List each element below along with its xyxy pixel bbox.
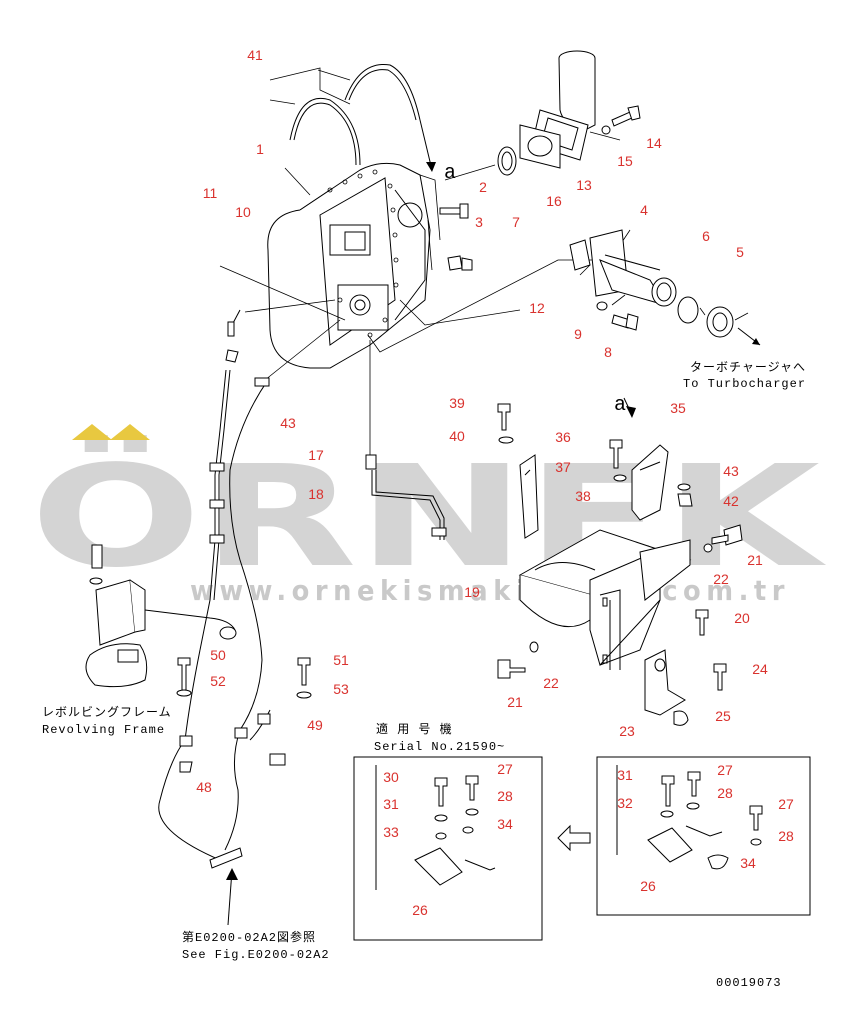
annotations: a a ターボチャージャへ To Turbocharger レボルビングフレーム… — [42, 162, 806, 990]
callout-26-left: 26 — [412, 902, 428, 918]
callout-15: 15 — [617, 153, 633, 169]
callout-41: 43 — [723, 463, 739, 479]
callout-35: 37 — [555, 459, 571, 475]
leader-lines — [219, 67, 749, 460]
callout-5: 5 — [736, 244, 744, 260]
callout-10: 10 — [235, 204, 251, 220]
drawing-number: 00019073 — [716, 976, 782, 990]
callout-29-left: 30 — [383, 769, 399, 785]
callout-45-right: 53 — [333, 681, 349, 697]
inset-right — [596, 756, 811, 916]
muffler-assembly — [267, 162, 473, 369]
callout-2: 2 — [479, 179, 487, 195]
callout-45-left: 52 — [210, 673, 226, 689]
callout-44-right: 51 — [333, 652, 349, 668]
callout-32: 34 — [740, 855, 756, 871]
callout-31-left-2: 34 — [497, 816, 513, 832]
tail-pipe — [497, 50, 641, 176]
frame-label-en: Revolving Frame — [42, 723, 165, 737]
callout-17: 17 — [308, 447, 324, 463]
watermark-brand: ÖRNEK — [30, 434, 827, 599]
callout-29-right: 31 — [617, 767, 633, 783]
callout-43-right: 49 — [307, 717, 323, 733]
callout-18: 18 — [308, 486, 324, 502]
callout-16: 16 — [546, 193, 562, 209]
callout-31-left: 33 — [383, 824, 399, 840]
callout-21-right: 21 — [747, 552, 763, 568]
callout-21-left: 21 — [507, 694, 523, 710]
callout-40: 42 — [723, 493, 739, 509]
callout-26-right: 26 — [640, 878, 656, 894]
bracket-assembly — [497, 397, 743, 726]
see-fig-en: See Fig.E0200-02A2 — [182, 948, 330, 962]
callout-25: 25 — [715, 708, 731, 724]
callout-7: 7 — [512, 214, 520, 230]
callout-23: 23 — [619, 723, 635, 739]
callout-27-left: 27 — [497, 761, 513, 777]
see-fig-jp: 第E0200-02A2図参照 — [182, 929, 316, 945]
callout-28-left: 28 — [497, 788, 513, 804]
drain-pipe — [365, 454, 447, 540]
marker-a-top: a — [444, 162, 456, 185]
callout-19: 19 — [464, 584, 480, 600]
marker-a-bracket: a — [614, 394, 626, 417]
watermark-url: www.ornekismakinalari.com.tr — [190, 574, 790, 607]
inlet-pipe — [569, 229, 761, 346]
callout-6: 6 — [702, 228, 710, 244]
callout-38: 40 — [449, 428, 465, 444]
callout-1: 1 — [256, 141, 264, 157]
callout-27-right-a: 27 — [717, 762, 733, 778]
callout-37: 39 — [449, 395, 465, 411]
inset-arrow — [557, 824, 591, 852]
callout-9: 9 — [574, 326, 582, 342]
watermark-dot-right — [110, 424, 150, 440]
hose-39 — [289, 63, 436, 172]
callout-20: 20 — [734, 610, 750, 626]
callout-12: 12 — [529, 300, 545, 316]
serial-label-en: Serial No.21590~ — [374, 740, 505, 754]
callout-4: 4 — [640, 202, 648, 218]
callout-34: 36 — [555, 429, 571, 445]
callout-22-left: 22 — [543, 675, 559, 691]
turbo-label-jp: ターボチャージャへ — [690, 360, 806, 375]
callout-30-right: 32 — [617, 795, 633, 811]
callout-39: 41 — [247, 47, 263, 63]
callout-30-left: 31 — [383, 796, 399, 812]
callout-36: 38 — [575, 488, 591, 504]
serial-label-jp: 適 用 号 機 — [376, 721, 453, 737]
callout-22-right: 22 — [713, 571, 729, 587]
callout-3: 3 — [475, 214, 483, 230]
callout-42: 43 — [280, 415, 296, 431]
callout-27-right-b: 27 — [778, 796, 794, 812]
callouts: 41 1 2 3 7 16 13 15 14 4 6 5 12 9 8 11 1… — [196, 47, 794, 918]
callout-43-left: 48 — [196, 779, 212, 795]
callout-13: 13 — [576, 177, 592, 193]
frame-label-jp: レボルビングフレーム — [42, 705, 172, 720]
callout-24: 24 — [752, 661, 768, 677]
callout-14: 14 — [646, 135, 662, 151]
callout-8: 8 — [604, 344, 612, 360]
turbo-label-en: To Turbocharger — [683, 377, 806, 391]
callout-28-right-b: 28 — [778, 828, 794, 844]
callout-44-left: 50 — [210, 647, 226, 663]
left-harness — [85, 309, 312, 926]
watermark-dot-left — [72, 424, 112, 440]
callout-11: 11 — [203, 185, 218, 201]
serial-insets — [353, 756, 811, 941]
inset-left — [353, 756, 543, 941]
callout-33: 35 — [670, 400, 686, 416]
watermark: ÖRNEK www.ornekismakinalari.com.tr — [30, 424, 827, 607]
callout-28-right-a: 28 — [717, 785, 733, 801]
